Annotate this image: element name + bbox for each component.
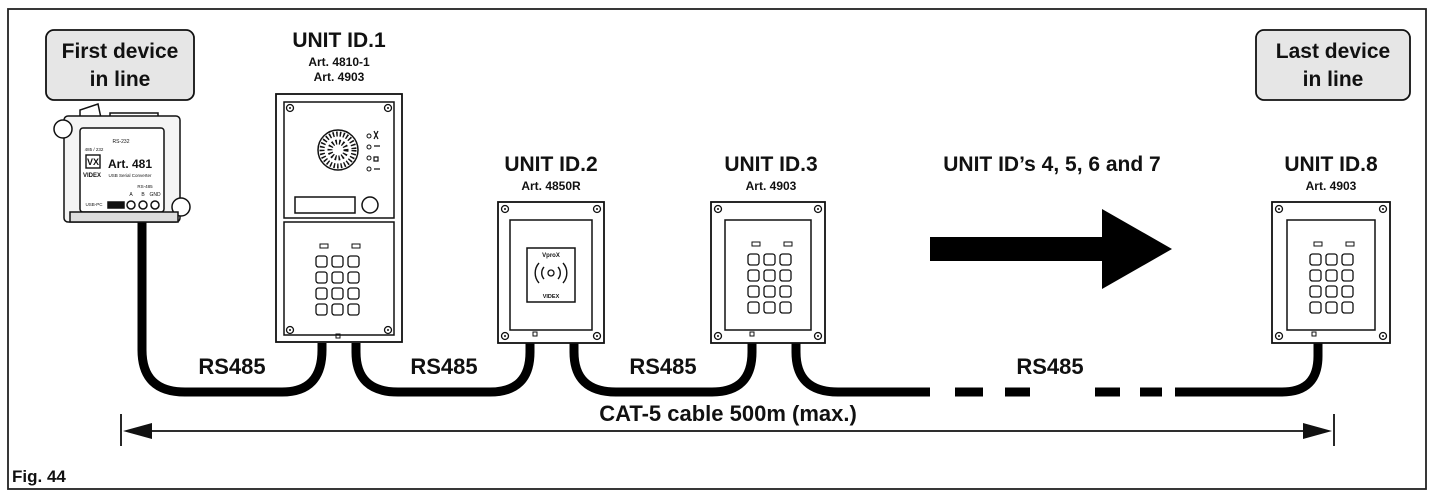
cable-segment-3 — [569, 343, 757, 397]
first-device-line2: in line — [90, 68, 151, 91]
rs485-label-3: RS485 — [629, 354, 696, 379]
reader-maker: VIDEX — [543, 294, 560, 300]
unit-1-article-1: Art. 4810-1 — [308, 55, 370, 69]
last-device-line2: in line — [1303, 68, 1364, 91]
door-entry-panel-icon — [275, 93, 403, 343]
rs485-label-1: RS485 — [198, 354, 265, 379]
proximity-reader-icon: VproX VIDEX — [526, 247, 576, 303]
converter-subtitle: USB Serial Converter — [108, 173, 152, 178]
cable-segment-2 — [351, 343, 535, 397]
converter-brand: VIDEX — [83, 173, 101, 179]
cable-length-dimension: CAT-5 cable 500m (max.) — [120, 401, 1335, 446]
unit-3: UNIT ID.3 Art. 4903 — [710, 153, 826, 344]
unit-8-article: Art. 4903 — [1306, 179, 1357, 193]
unit-3-id: UNIT ID.3 — [724, 153, 817, 176]
unit-2-article: Art. 4850R — [521, 179, 581, 193]
unit-1-article-2: Art. 4903 — [314, 70, 365, 84]
unit-1-id: UNIT ID.1 — [292, 29, 386, 52]
converter-port-bus: RS-485 — [137, 184, 153, 189]
reader-brand: VproX — [542, 253, 560, 259]
first-device-line1: First device — [62, 40, 179, 63]
converter-terminal-b: B — [141, 192, 145, 198]
converter-logo: VX — [87, 157, 99, 167]
intermediate-units-label: UNIT ID’s 4, 5, 6 and 7 — [943, 153, 1160, 176]
cable-segment-4 — [791, 343, 930, 397]
cable-segment-1 — [137, 212, 327, 397]
speaker-grille-icon — [317, 129, 359, 171]
unit-3-article: Art. 4903 — [746, 179, 797, 193]
converter-terminal-a: A — [129, 192, 133, 198]
arrow-right-icon — [930, 209, 1172, 289]
unit-8: UNIT ID.8 Art. 4903 — [1271, 153, 1391, 344]
figure-label: Fig. 44 — [12, 467, 66, 486]
last-device-line1: Last device — [1276, 40, 1390, 63]
converter-model: Art. 481 — [108, 157, 152, 171]
converter-port-left: 485 / 232 — [85, 147, 104, 152]
cable-length-label: CAT-5 cable 500m (max.) — [599, 401, 857, 426]
converter-port-top: RS-232 — [113, 139, 130, 145]
last-device-callout: Last device in line — [1255, 29, 1411, 101]
unit-1: UNIT ID.1 Art. 4810-1 Art. 4903 — [275, 29, 403, 343]
converter-usb-label: USB-PC — [85, 202, 103, 207]
rs485-label-2: RS485 — [410, 354, 477, 379]
rs485-label-4: RS485 — [1016, 354, 1083, 379]
converter-terminal-gnd: GND — [149, 192, 161, 198]
unit-2-id: UNIT ID.2 — [504, 153, 597, 176]
cable-segment-5 — [1175, 343, 1323, 397]
unit-2: UNIT ID.2 Art. 4850R VproX VIDEX — [497, 153, 605, 344]
unit-8-id: UNIT ID.8 — [1284, 153, 1378, 176]
rs485-cable — [137, 212, 1323, 397]
figure-frame — [7, 8, 1427, 490]
first-device-callout: First device in line — [45, 29, 195, 101]
converter-device-icon: VX VIDEX Art. 481 USB Serial Converter R… — [53, 103, 191, 223]
